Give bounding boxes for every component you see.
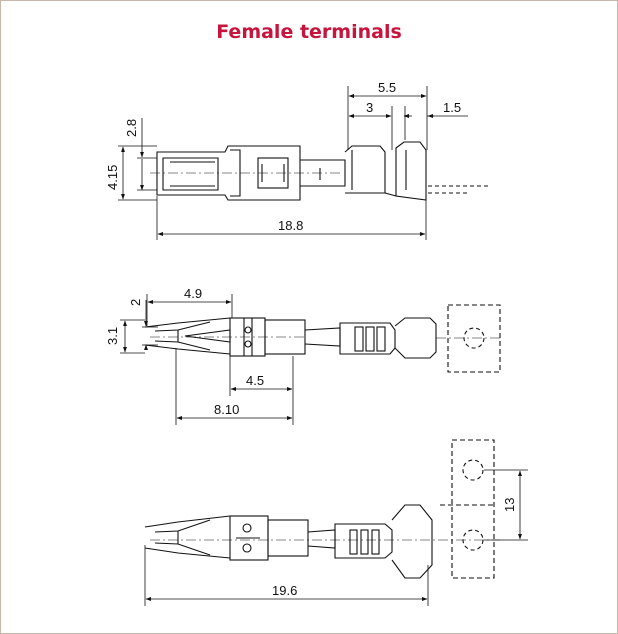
dim-2: 2 <box>128 299 143 306</box>
dim-3: 3 <box>366 100 373 115</box>
dim-5-5: 5.5 <box>378 80 396 95</box>
dim-3-1: 3.1 <box>105 327 120 345</box>
dim-4-15: 4.15 <box>105 165 120 190</box>
dim-4-9: 4.9 <box>184 286 202 301</box>
view1-terminal-side <box>150 141 490 201</box>
dim-8-10: 8.10 <box>214 402 239 417</box>
dim-13: 13 <box>502 498 517 512</box>
view3-dimensions <box>144 469 528 606</box>
figure-title: Female terminals <box>216 21 402 43</box>
dim-18-8: 18.8 <box>278 218 303 233</box>
view2-dimensions <box>120 294 294 425</box>
view2-terminal-top <box>144 304 501 373</box>
dim-19-6: 19.6 <box>272 583 297 598</box>
dim-1-5: 1.5 <box>443 100 461 115</box>
dim-4-5: 4.5 <box>246 373 264 388</box>
dim-2-8: 2.8 <box>124 119 139 137</box>
view3-terminal-mounted <box>144 439 500 579</box>
view1-dimensions <box>118 86 468 240</box>
